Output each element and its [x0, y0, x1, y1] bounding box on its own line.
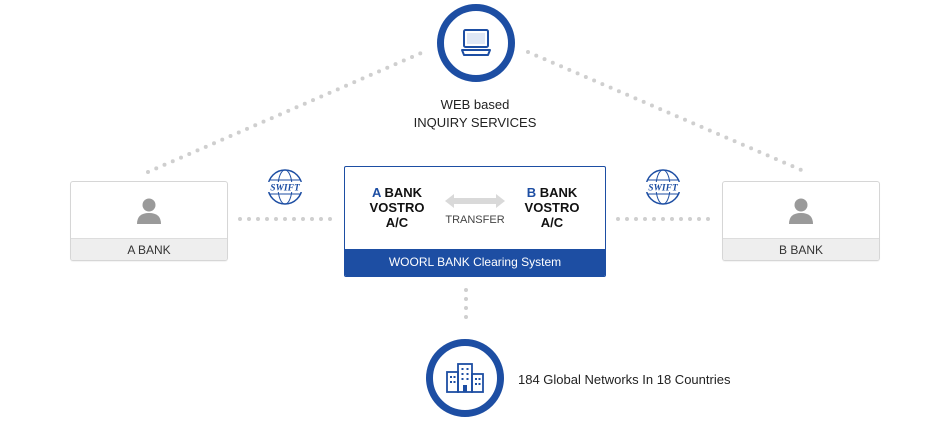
- swift-globe-icon-left: SWIFT: [267, 169, 303, 205]
- a-bank-vostro-line3: A/C: [385, 215, 409, 230]
- clearing-system-title: WOORL BANK Clearing System: [345, 249, 605, 276]
- swift-text: SWIFT: [648, 184, 679, 194]
- global-network-node: [426, 339, 504, 417]
- b-bank-vostro: B BANK VOSTRO A/C: [512, 185, 592, 230]
- a-bank-card: A BANK: [70, 181, 228, 261]
- b-bank-vostro-word: BANK: [539, 185, 578, 200]
- web-inquiry-node: [437, 4, 515, 82]
- connector-web-to-b: [526, 50, 808, 174]
- buildings-icon: [446, 363, 484, 393]
- b-bank-vostro-line2: VOSTRO: [524, 200, 580, 215]
- global-network-caption: 184 Global Networks In 18 Countries: [518, 372, 731, 387]
- transfer-arrow-icon: [445, 194, 505, 208]
- a-bank-vostro-line2: VOSTRO: [369, 200, 425, 215]
- web-inquiry-line1: WEB based: [440, 97, 510, 112]
- swift-text: SWIFT: [270, 184, 301, 194]
- b-bank-card: B BANK: [722, 181, 880, 261]
- connector-a-to-web: [146, 48, 430, 174]
- a-bank-label: A BANK: [71, 238, 227, 260]
- a-bank-vostro: A BANK VOSTRO A/C: [357, 185, 437, 230]
- web-inquiry-line2: INQUIRY SERVICES: [413, 115, 537, 130]
- web-inquiry-caption: WEB based INQUIRY SERVICES: [380, 96, 570, 132]
- b-bank-label: B BANK: [723, 238, 879, 260]
- user-icon: [137, 198, 161, 224]
- user-icon: [789, 198, 813, 224]
- swift-globe-icon-right: SWIFT: [645, 169, 681, 205]
- b-bank-vostro-line3: A/C: [540, 215, 564, 230]
- a-bank-vostro-word: BANK: [384, 185, 423, 200]
- clearing-system-box: A BANK VOSTRO A/C TRANSFER B BANK VOSTRO…: [344, 166, 606, 277]
- a-bank-vostro-letter: A: [371, 185, 381, 200]
- b-bank-vostro-letter: B: [526, 185, 537, 200]
- computer-icon: [461, 29, 491, 56]
- transfer-label: TRANSFER: [445, 214, 505, 226]
